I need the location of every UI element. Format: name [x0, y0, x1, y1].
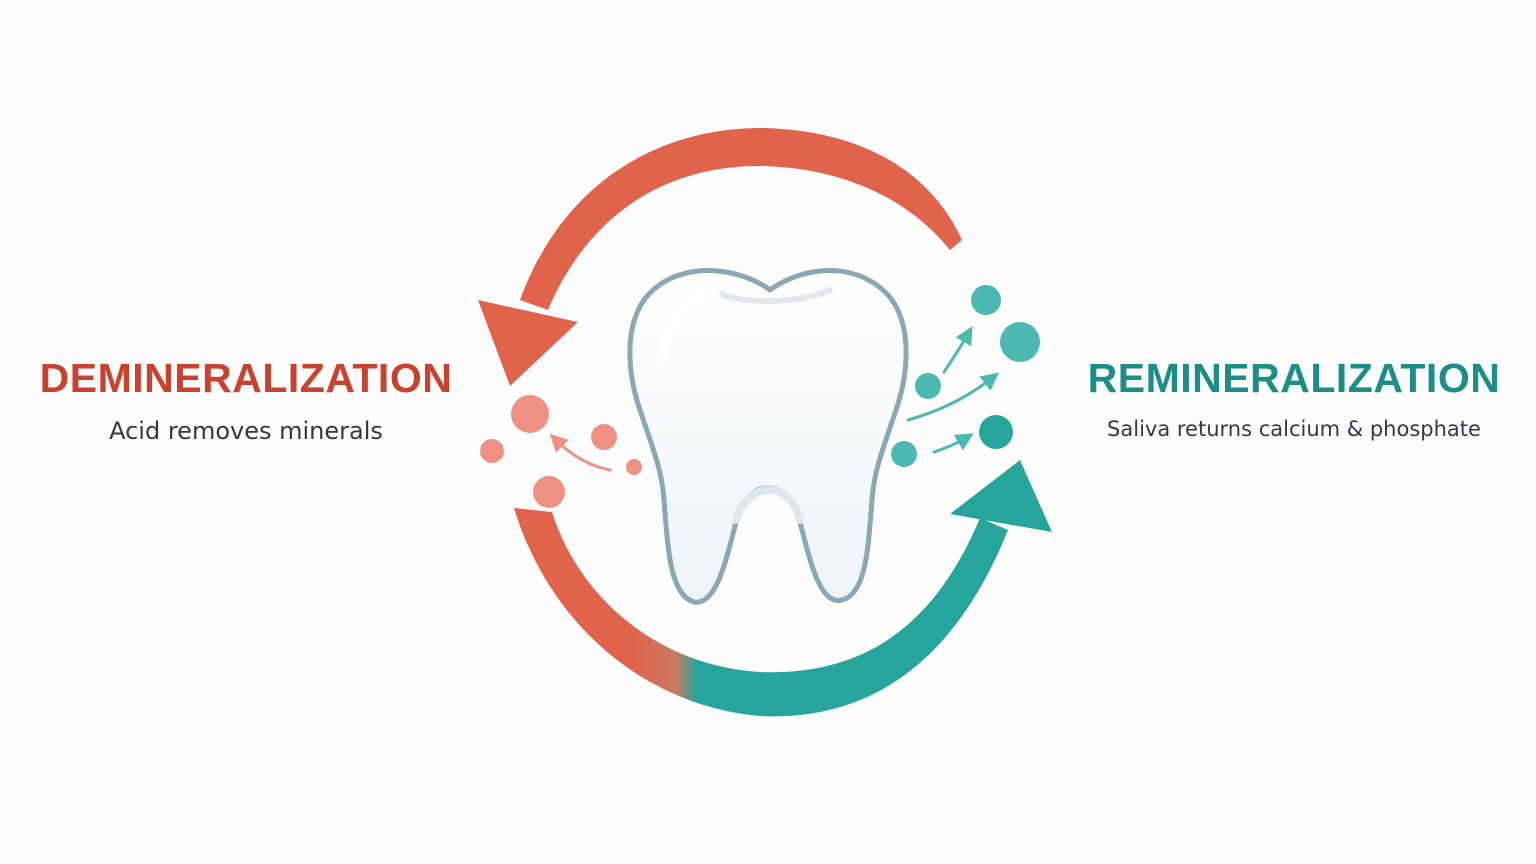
- mineral-particle: [979, 415, 1013, 449]
- mineral-particle: [591, 424, 617, 450]
- mineral-particle: [971, 285, 1001, 315]
- particle-motion-arrow: [906, 372, 1000, 422]
- remineralization-label: REMINERALIZATION Saliva returns calcium …: [1064, 358, 1524, 440]
- remineralization-particles: [891, 285, 1040, 467]
- demineralization-particles: [480, 395, 642, 508]
- mineral-particle: [533, 476, 565, 508]
- demineralization-label: DEMINERALIZATION Acid removes minerals: [20, 355, 472, 445]
- remineralization-subtitle: Saliva returns calcium & phosphate: [1107, 417, 1481, 441]
- mineral-particle: [891, 441, 917, 467]
- mineral-particle: [915, 373, 941, 399]
- mineral-particle: [480, 439, 504, 463]
- remineralization-arrow: [514, 460, 1052, 717]
- mineral-particle: [1000, 322, 1040, 362]
- particle-motion-arrow: [549, 433, 612, 472]
- mineral-particle: [626, 459, 642, 475]
- remineralization-title: REMINERALIZATION: [1087, 355, 1501, 401]
- mineral-particle: [511, 395, 549, 433]
- particle-motion-arrow: [932, 433, 974, 454]
- tooth-icon: [627, 268, 909, 605]
- demineralization-subtitle: Acid removes minerals: [109, 417, 383, 445]
- demineralization-title: DEMINERALIZATION: [39, 355, 453, 401]
- particle-motion-arrow: [942, 326, 973, 374]
- demineralization-arrow: [478, 128, 962, 386]
